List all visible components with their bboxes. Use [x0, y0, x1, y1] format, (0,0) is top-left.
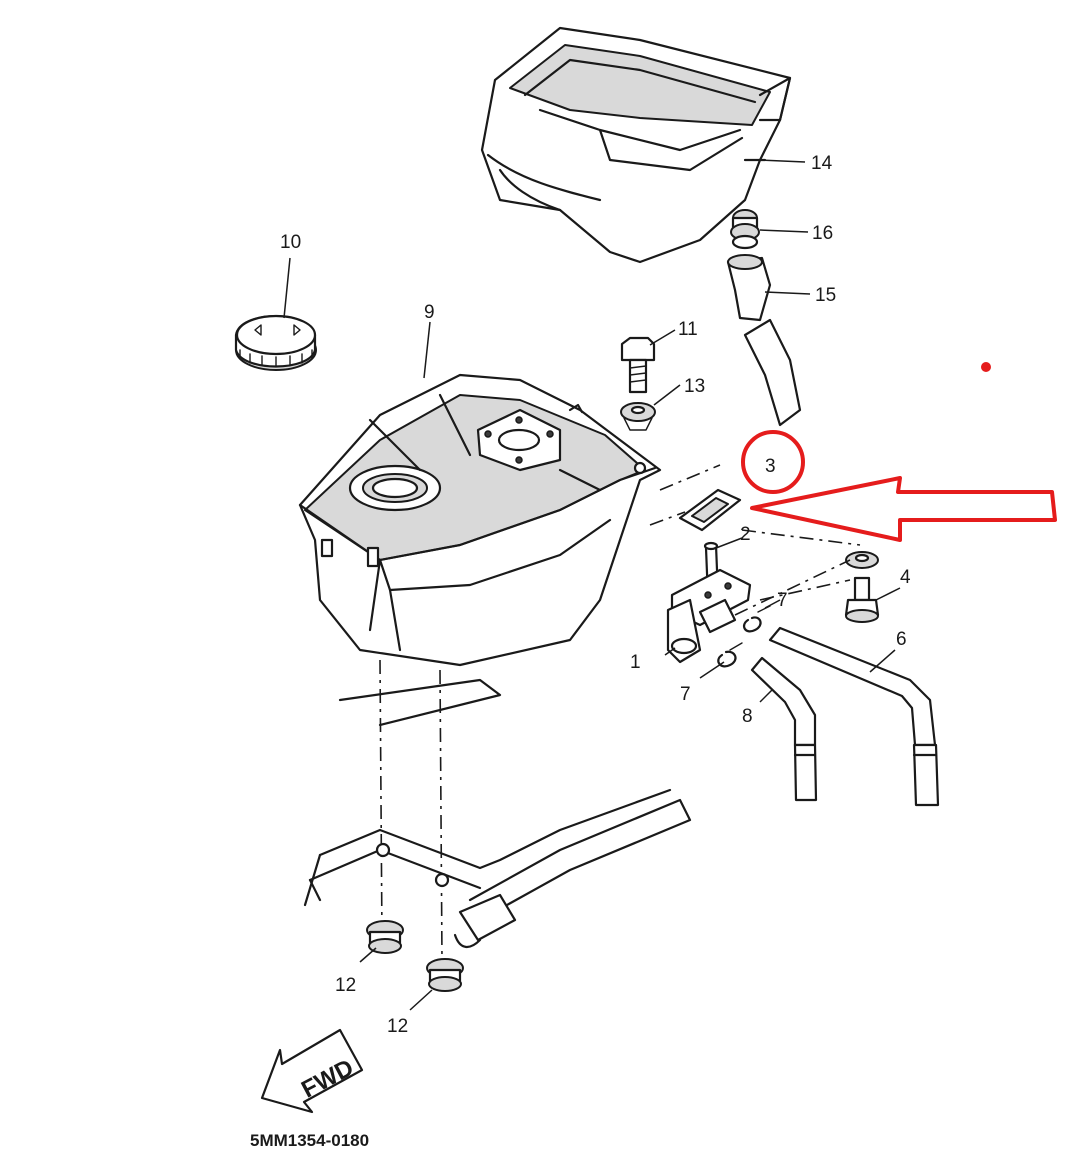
callout-2: 2 — [740, 524, 751, 545]
washer-part-13 — [620, 402, 656, 431]
callout-1: 1 — [630, 652, 641, 673]
clip-part-7a — [742, 605, 771, 633]
diagram-code: 5MM1354-0180 — [250, 1131, 369, 1150]
cap-part-10 — [234, 314, 317, 371]
grommet-part-12b — [426, 958, 464, 992]
hose-part-15 — [726, 254, 802, 427]
callout-11: 11 — [678, 319, 698, 340]
red-dot — [981, 362, 991, 372]
bolt-part-11 — [620, 336, 656, 394]
callout-7a: 7 — [777, 590, 788, 611]
callout-4: 4 — [900, 567, 911, 588]
highlight-annotation — [741, 362, 1057, 542]
grommet-part-12a — [366, 920, 404, 954]
highlight-circle — [741, 430, 805, 494]
callout-12a: 12 — [335, 975, 356, 996]
callout-12b: 12 — [387, 1016, 408, 1037]
callout-3: 3 — [765, 456, 776, 477]
callout-8: 8 — [742, 706, 753, 727]
fwd-arrow: FWD — [260, 1028, 364, 1114]
hose-part-8 — [750, 656, 818, 802]
hose-part-6 — [768, 626, 940, 807]
callout-13: 13 — [684, 376, 705, 397]
fuel-tank-part-9 — [298, 373, 662, 667]
callout-14: 14 — [811, 153, 833, 174]
cover-part-14 — [480, 26, 792, 264]
callout-6: 6 — [896, 629, 907, 650]
callout-10: 10 — [280, 232, 301, 253]
callout-16: 16 — [812, 223, 833, 244]
callout-9: 9 — [424, 302, 435, 323]
alignment-lines — [379, 464, 861, 961]
grommet-part-16 — [730, 209, 760, 250]
highlight-arrow — [750, 476, 1057, 542]
washer-part-4a — [845, 551, 879, 569]
fuel-cock-part-1 — [666, 541, 752, 664]
callout-labels: 14 16 15 10 9 11 13 3 2 4 7 6 1 7 8 12 1… — [280, 153, 911, 1037]
frame-lower — [303, 678, 692, 948]
callout-15: 15 — [815, 285, 836, 306]
bolt-part-4 — [844, 576, 880, 623]
gasket-part-3 — [678, 488, 742, 532]
callout-7b: 7 — [680, 684, 691, 705]
leader-lines — [283, 159, 901, 1011]
clip-part-7b — [717, 642, 743, 668]
